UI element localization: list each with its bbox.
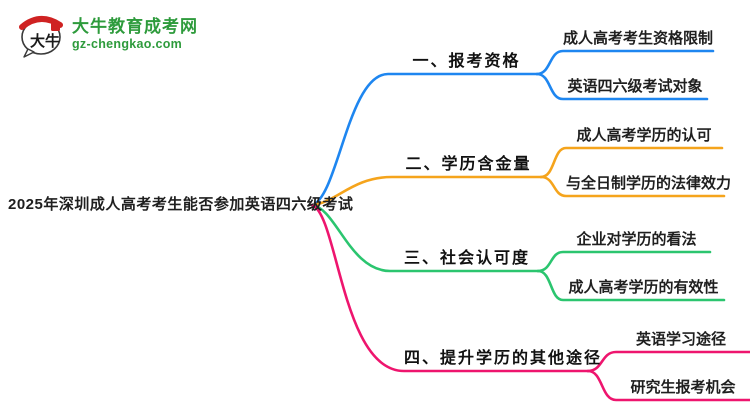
branch2-main-line xyxy=(310,175,543,207)
logo-seal-icon xyxy=(51,22,60,31)
logo-bubble-icon: 大牛 xyxy=(19,16,63,58)
branch3-main-line xyxy=(310,203,540,273)
branch2-fork-bottom-line xyxy=(539,175,726,198)
branch1-main-line xyxy=(310,72,539,207)
branch-4-child-1-label: 英语学习途径 xyxy=(635,331,726,348)
branch1-fork-top-line xyxy=(535,49,715,76)
branch-3-label: 三、社会认可度 xyxy=(403,250,530,267)
branch1-fork-bottom-line xyxy=(535,72,709,101)
branch-3-child-2-label: 成人高考学历的有效性 xyxy=(568,279,719,296)
branch-1-label: 一、报考资格 xyxy=(412,53,521,70)
branch-3-child-1-label: 企业对学历的看法 xyxy=(576,231,697,248)
branch-2-child-2-label: 与全日制学历的法律效力 xyxy=(566,175,732,192)
branch-1-child-2-label: 英语四六级考试对象 xyxy=(567,78,703,95)
central-topic: 2025年深圳成人高考考生能否参加英语四六级考试 xyxy=(8,196,354,213)
logo-title: 大牛教育成考网 xyxy=(72,17,198,37)
branch2-fork-top-line xyxy=(539,146,724,179)
branch4-fork-top-line xyxy=(586,350,750,373)
branch-4-child-2-label: 研究生报考机会 xyxy=(630,379,736,396)
branch-2-label: 二、学历含金量 xyxy=(405,156,532,173)
site-logo: 大牛 大牛教育成考网 gz-chengkao.com xyxy=(18,10,198,58)
branch-2-child-1-label: 成人高考学历的认可 xyxy=(576,127,712,144)
logo-url: gz-chengkao.com xyxy=(72,36,183,51)
branch-4-label: 四、提升学历的其他途径 xyxy=(404,350,603,367)
branch4-main-line xyxy=(310,203,590,373)
branch3-fork-bottom-line xyxy=(536,269,726,302)
branch-1-child-1-label: 成人高考考生资格限制 xyxy=(563,30,714,47)
branch3-fork-top-line xyxy=(536,250,712,273)
branch4-fork-bottom-line xyxy=(586,369,750,402)
logo-icon-text: 大牛 xyxy=(30,32,60,50)
